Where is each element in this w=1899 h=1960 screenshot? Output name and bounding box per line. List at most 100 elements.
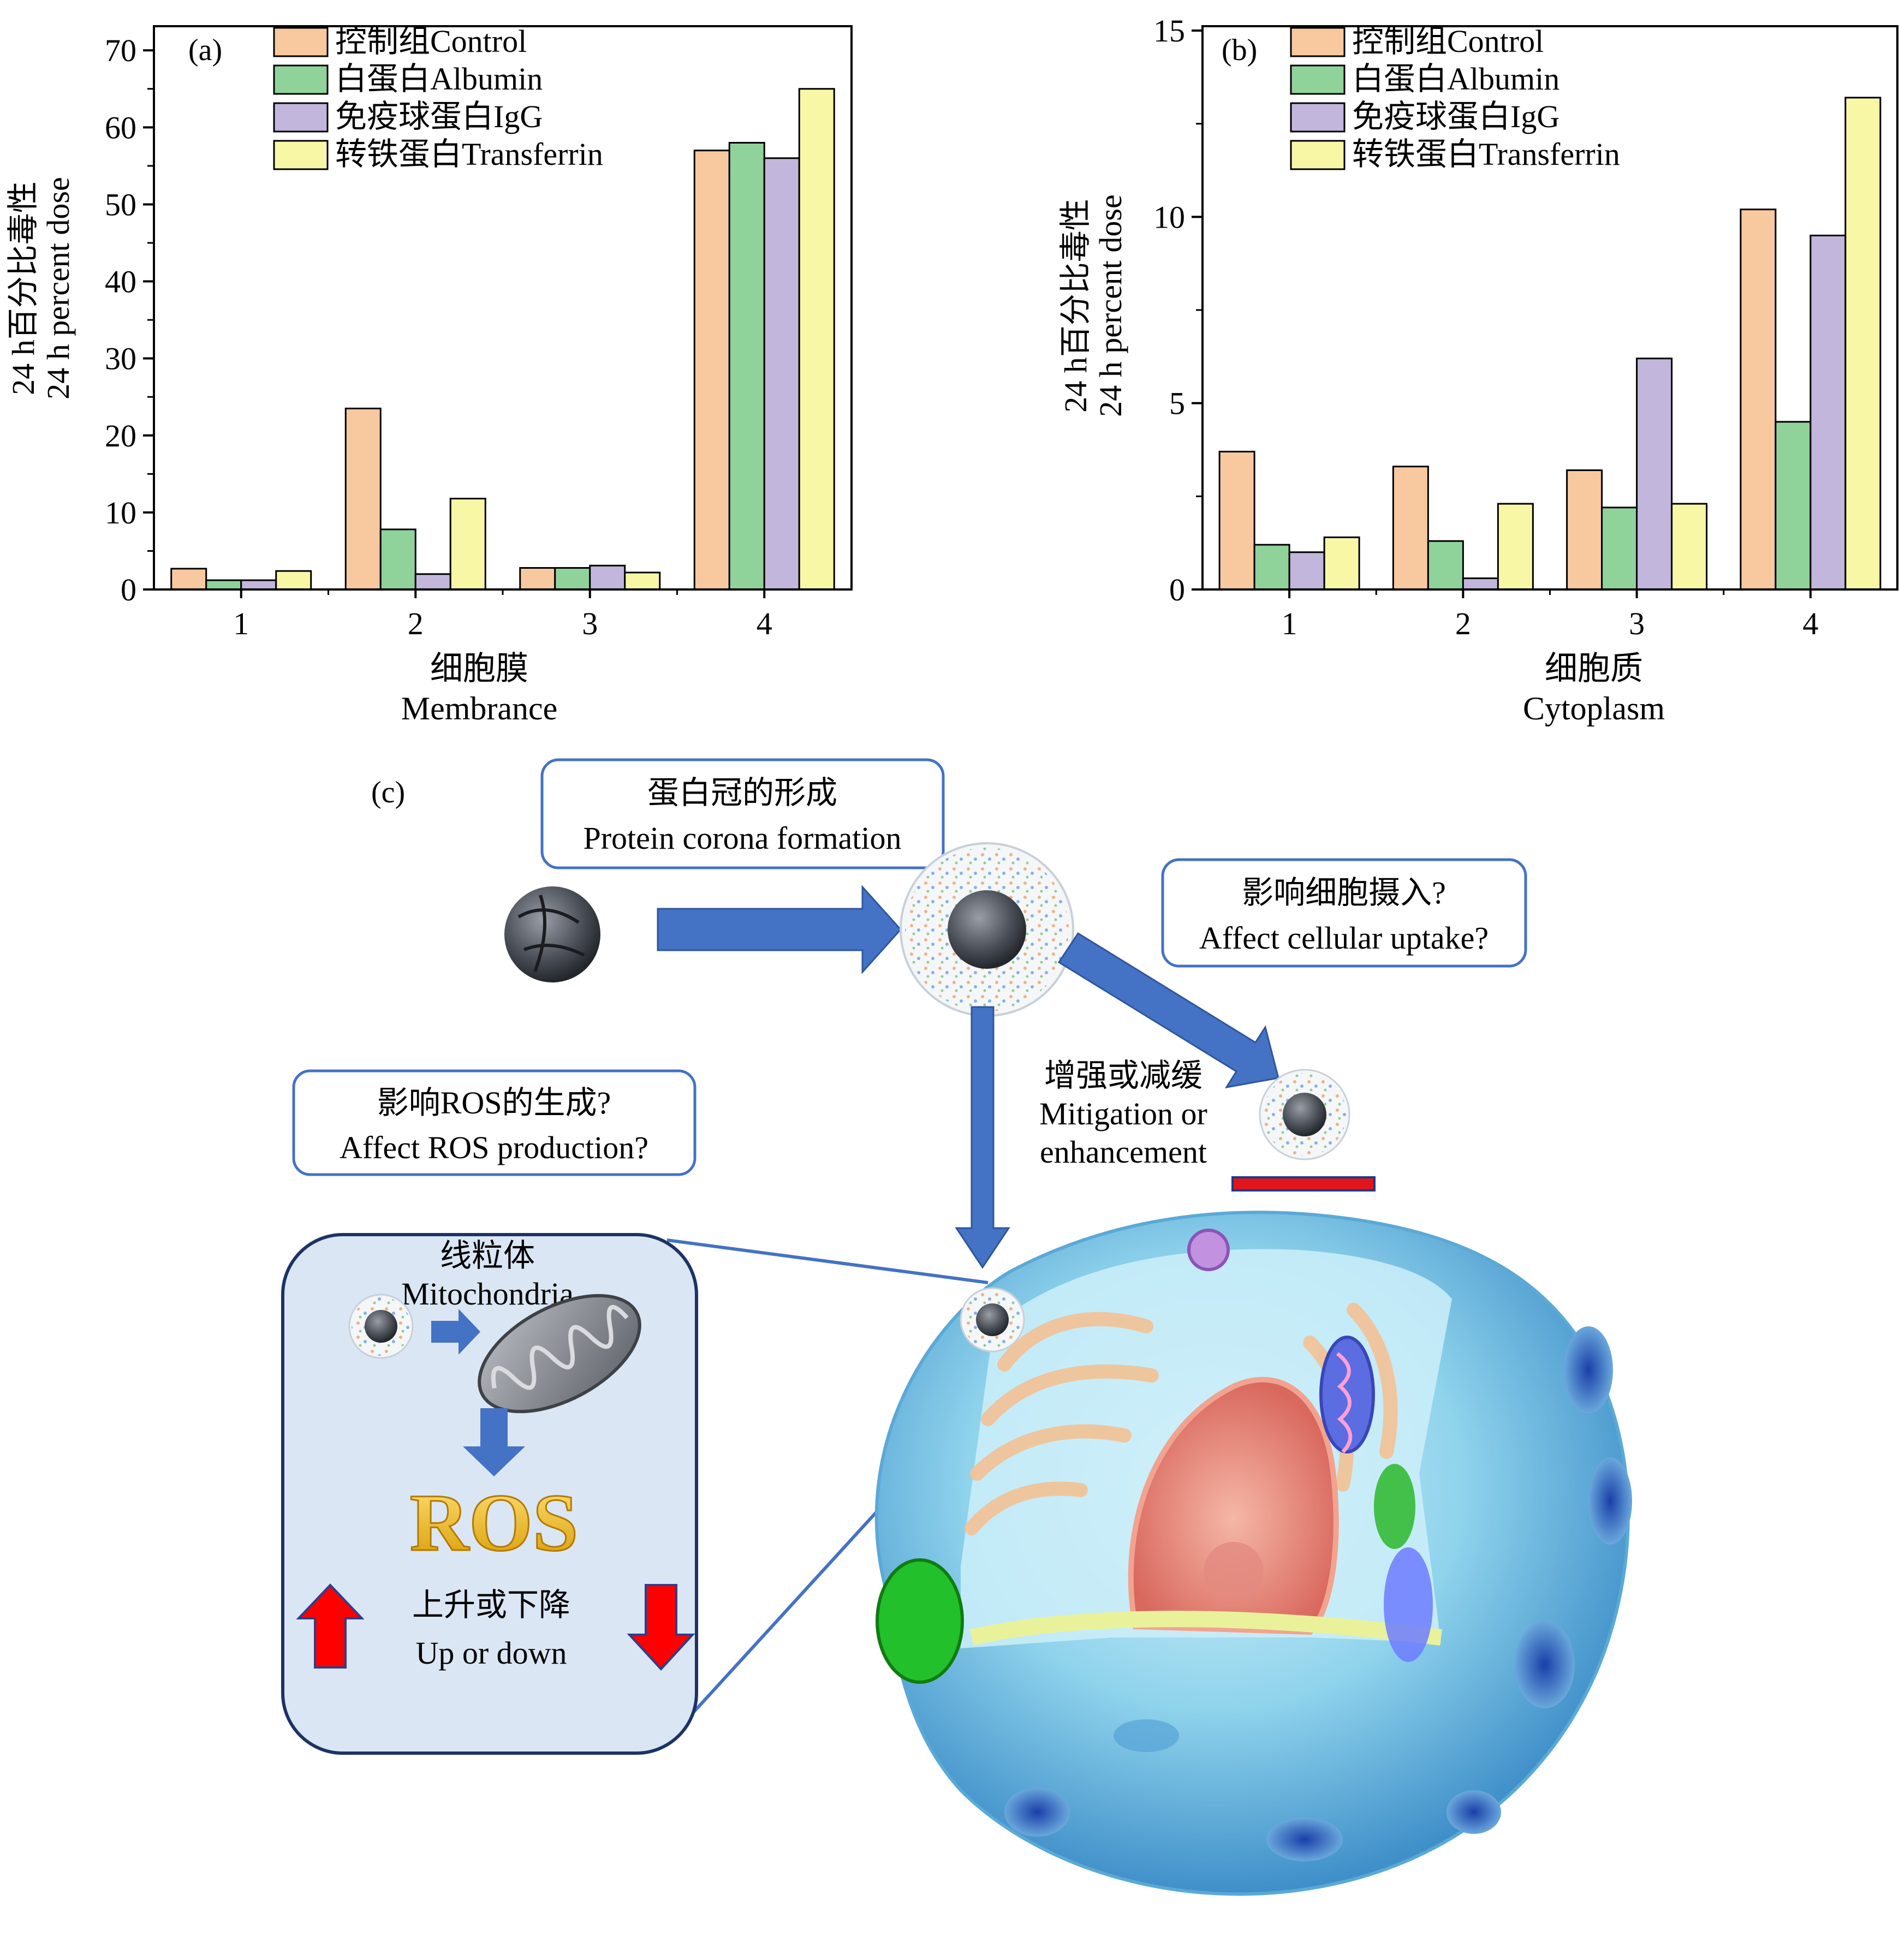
chart-a-bar <box>589 564 626 591</box>
chart-b-x-tick-label: 4 <box>1802 606 1818 641</box>
chart-a-bar <box>205 579 242 591</box>
chart-a-y-tick-label: 30 <box>105 341 136 377</box>
uptake-text-cn: 影响细胞摄入? <box>1242 875 1446 910</box>
chart-b-bars <box>1218 97 1882 591</box>
chart-a-bar <box>344 407 382 591</box>
chart-a-bar <box>554 567 591 591</box>
chart-b-legend-swatch <box>1290 64 1346 95</box>
arrow-down-cell <box>955 1006 1010 1269</box>
chart-b-bar <box>1497 503 1534 591</box>
chart-b-bar <box>1253 544 1290 591</box>
chart-a-y-tick-label: 0 <box>121 572 136 607</box>
chart-a-bar <box>763 157 800 591</box>
chart-a-y-label-cn: 24 h百分比毒性 <box>5 181 41 395</box>
diagram-panel-label: (c) <box>371 776 405 809</box>
chart-a-legend-label: 免疫球蛋白IgG <box>335 99 543 134</box>
chart-b-y-label-en: 24 h percent dose <box>1093 194 1128 416</box>
uptake-box <box>1161 858 1527 968</box>
chart-b-bar <box>1809 234 1847 591</box>
chart-a-bar <box>798 88 835 591</box>
chart-b-legend-label: 免疫球蛋白IgG <box>1352 99 1559 134</box>
chart-b-frame <box>1201 25 1898 591</box>
chart-a-bar <box>240 579 277 591</box>
chart-a-panel-label: (a) <box>188 33 222 67</box>
chart-b-bar <box>1601 507 1638 591</box>
chart-a-bar <box>414 573 451 591</box>
arrow-diagonal-uptake <box>1057 932 1279 1089</box>
membrane-bar <box>1231 1176 1376 1192</box>
chart-a-legend: 控制组Control白蛋白Albumin免疫球蛋白IgG转铁蛋白Transfer… <box>273 23 603 172</box>
chart-a-legend-label: 控制组Control <box>335 23 527 59</box>
corona-text-cn: 蛋白冠的形成 <box>647 775 837 811</box>
chart-a-y-tick-label: 10 <box>105 495 136 531</box>
chart-a-x-label-cn: 细胞膜 <box>430 651 528 687</box>
chart-a-y-tick-label: 70 <box>105 33 136 68</box>
uptake-nanoparticle <box>1259 1069 1350 1160</box>
chart-b-legend: 控制组Control白蛋白Albumin免疫球蛋白IgG转铁蛋白Transfer… <box>1290 23 1620 172</box>
mitochondria-inset: 线粒体 Mitochondria ROS 上升或下降 Up or down <box>281 1233 698 1755</box>
chart-b-bar <box>1566 469 1603 591</box>
chart-a-y-tick-label: 40 <box>105 264 136 300</box>
chart-b-legend-label: 转铁蛋白Transferrin <box>1352 136 1620 172</box>
chart-b-bar <box>1288 551 1325 591</box>
corona-nanoparticle <box>900 842 1074 1017</box>
chart-b-x-tick-label: 2 <box>1455 606 1471 641</box>
chart-b-y-tick-label: 5 <box>1169 386 1185 421</box>
chart-b-legend-swatch <box>1290 102 1346 133</box>
chart-b-bar <box>1775 421 1812 591</box>
chart-a-bar <box>449 497 486 591</box>
uptake-text-en: Affect cellular uptake? <box>1199 920 1489 956</box>
chart-a-bar <box>519 567 556 591</box>
arrow-right-corona <box>657 885 902 974</box>
chart-a-bar <box>275 570 312 591</box>
corona-box <box>540 758 945 869</box>
chart-a-legend-swatch <box>273 140 329 170</box>
mitigation-text-cn: 增强或减缓 <box>1044 1058 1202 1093</box>
chart-b-y-tick-label: 15 <box>1153 13 1185 49</box>
chart-a-x-tick-label: 3 <box>582 606 598 641</box>
chart-a-legend-label: 白蛋白Albumin <box>335 61 543 97</box>
zoom-line-top <box>666 1238 989 1284</box>
chart-b-bar <box>1636 358 1673 591</box>
chart-b-legend-label: 控制组Control <box>1352 23 1544 59</box>
chart-a-bars <box>170 88 835 591</box>
chart-b-x-tick-label: 1 <box>1282 606 1297 641</box>
chart-b-y-tick-label: 10 <box>1153 199 1185 235</box>
chart-b-legend-swatch <box>1290 27 1346 57</box>
chart-b-bar <box>1218 450 1255 591</box>
chart-a-y-tick-label: 20 <box>105 418 136 454</box>
chart-b-bar <box>1392 466 1429 591</box>
chart-b-x-label-cn: 细胞质 <box>1545 651 1643 687</box>
chart-b-bar <box>1844 97 1882 591</box>
updown-text-en: Up or down <box>415 1635 567 1671</box>
mito-label-cn: 线粒体 <box>440 1238 535 1273</box>
chart-a-frame <box>153 25 853 591</box>
chart-b-y-label-cn: 24 h百分比毒性 <box>1058 199 1093 413</box>
inset-arrow-down <box>463 1408 525 1476</box>
chart-a-bar <box>624 571 661 591</box>
arrow-up-red <box>296 1583 365 1669</box>
updown-text-cn: 上升或下降 <box>412 1587 570 1623</box>
chart-a-x-label-en: Membrance <box>401 690 558 726</box>
chart-a-bar <box>728 142 765 591</box>
chart-b-legend-label: 白蛋白Albumin <box>1352 61 1559 97</box>
chart-a-bar <box>379 528 416 591</box>
chart-b-legend-swatch <box>1290 140 1346 170</box>
corona-text-en: Protein corona formation <box>583 820 901 856</box>
ros-question-text-en: Affect ROS production? <box>340 1130 648 1165</box>
ros-question-text-cn: 影响ROS的生成? <box>377 1085 611 1121</box>
chart-a-y-tick-label: 50 <box>105 187 136 222</box>
chart-a-x-tick-label: 4 <box>757 606 772 641</box>
chart-b-bar <box>1462 577 1499 591</box>
chart-b-bar <box>1323 536 1360 591</box>
cell-illustration <box>874 1211 1632 1896</box>
chart-a-legend-label: 转铁蛋白Transferrin <box>335 136 603 172</box>
mitochondrion <box>478 1294 641 1414</box>
